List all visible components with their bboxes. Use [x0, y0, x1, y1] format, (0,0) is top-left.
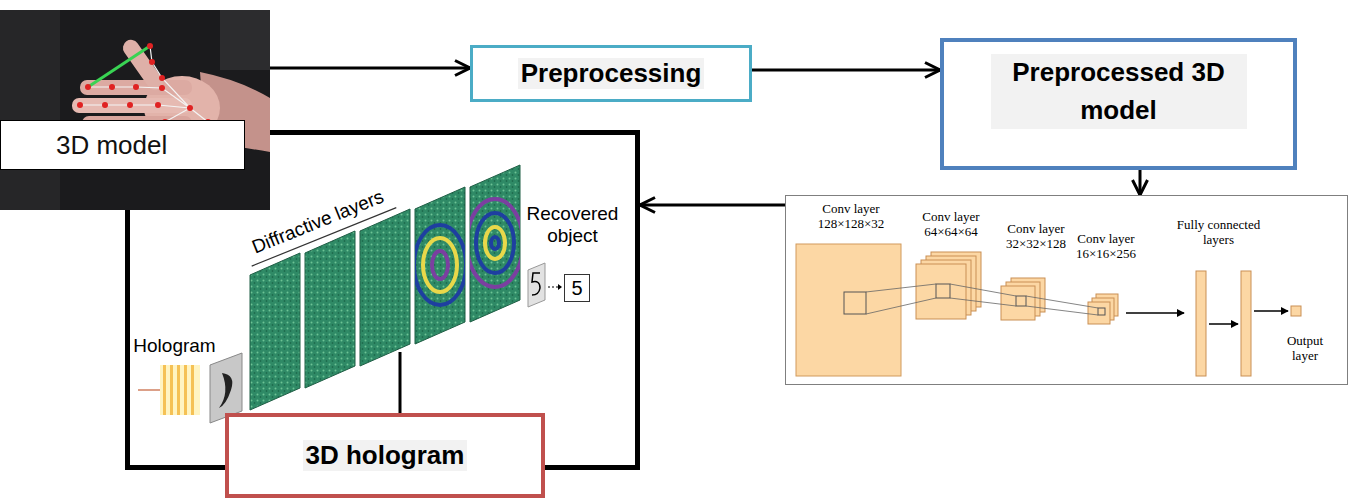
- flow-arrow: [752, 69, 940, 72]
- layer-label: Conv layer 128×128×32: [791, 202, 911, 232]
- hand-photo: [0, 10, 270, 210]
- photo-panel: 3D model: [0, 10, 270, 210]
- layer-label: Output layer: [1281, 334, 1329, 364]
- process-box: Preprocessing: [470, 45, 752, 102]
- cnn-figure: Conv layer 128×128×32Conv layer 64×64×64…: [785, 195, 1348, 385]
- text-slot: Hologram: [132, 335, 217, 357]
- text-slot: Preprocessing: [518, 58, 705, 89]
- figure-label: Hologram: [132, 335, 217, 357]
- text-slot: Fully connected layers: [1176, 218, 1261, 248]
- box-title: Preprocessing: [518, 58, 705, 89]
- box-title: Preprocessed 3D model: [991, 54, 1247, 129]
- text-slot: 5: [564, 274, 590, 302]
- label-box: 3D hologram: [225, 413, 545, 498]
- box-title: 3D hologram: [303, 440, 468, 471]
- node-label: 3D model: [0, 120, 245, 170]
- flow-arrow: [640, 204, 785, 207]
- layer-label: Conv layer 32×32×128: [996, 222, 1076, 252]
- text-slot: Output layer: [1281, 334, 1329, 364]
- text-slot: Preprocessed 3D model: [991, 54, 1247, 129]
- figure-label: Recovered object: [525, 203, 620, 247]
- layer-label: Fully connected layers: [1176, 218, 1261, 248]
- layer-label: Conv layer 64×64×64: [906, 210, 996, 240]
- text-slot: 3D hologram: [303, 440, 468, 471]
- layer-label: Conv layer 16×16×256: [1066, 232, 1146, 262]
- text-slot: 3D model: [0, 120, 245, 170]
- text-slot: Conv layer 128×128×32: [791, 202, 911, 232]
- text-slot: Conv layer 32×32×128: [996, 222, 1076, 252]
- flow-arrow: [1139, 170, 1142, 195]
- text-slot: Recovered object: [525, 203, 620, 247]
- digit-box: 5: [564, 274, 590, 302]
- flow-arrow: [270, 67, 470, 70]
- text-slot: Conv layer 64×64×64: [906, 210, 996, 240]
- process-box: Preprocessed 3D model: [940, 38, 1297, 170]
- text-slot: Conv layer 16×16×256: [1066, 232, 1146, 262]
